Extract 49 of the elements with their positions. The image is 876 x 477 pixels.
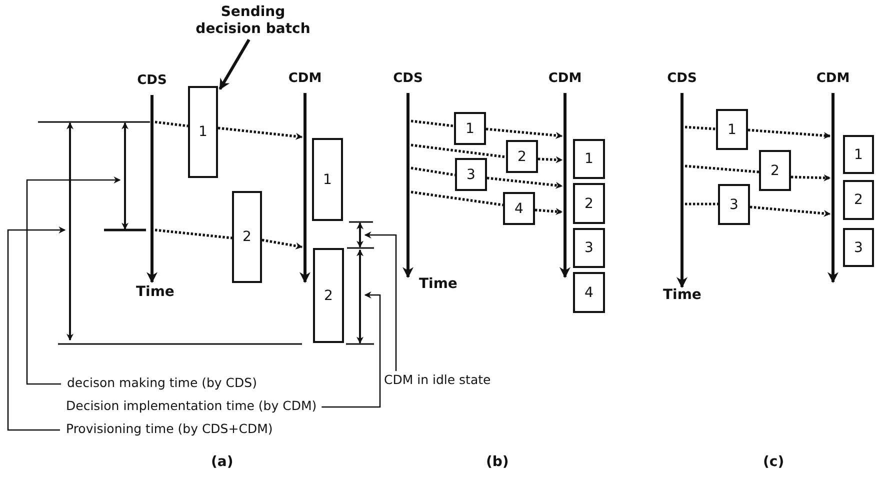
dotted-arrow: [748, 128, 831, 140]
dotted-arrow: [538, 156, 563, 164]
dotted-arrow: [218, 126, 303, 140]
execution-box: 1: [573, 139, 605, 179]
dotted-arrow: [262, 238, 303, 250]
leader-line: [322, 292, 381, 408]
panel-label: (c): [763, 454, 784, 470]
time-label: Time: [136, 284, 174, 300]
decision-batch-box: 2: [759, 150, 791, 191]
decision-batch-box: 2: [506, 140, 538, 173]
execution-box: 4: [573, 272, 605, 313]
dotted-arrow: [486, 128, 563, 139]
time-label: Time: [419, 276, 458, 292]
timeline-label: CDM: [287, 71, 323, 86]
leader-line: [364, 232, 397, 371]
decision-batch-box: 1: [188, 86, 218, 178]
decision-batch-box: 3: [718, 184, 750, 225]
decision-batch-box: 3: [455, 158, 487, 191]
execution-box: 1: [312, 138, 343, 221]
execution-box: 3: [843, 228, 874, 267]
panel-label: (a): [211, 454, 234, 470]
timeline-label: CDM: [547, 71, 583, 86]
timeline-label: CDM: [815, 71, 851, 86]
execution-box: 1: [843, 135, 874, 174]
dotted-arrow: [790, 174, 831, 182]
legend-text: CDM in idle state: [384, 372, 491, 387]
legend-text: Provisioning time (by CDS+CDM): [66, 421, 273, 436]
decision-batch-box: 1: [716, 109, 748, 150]
callout-text: Sending decision batch: [188, 4, 318, 38]
timeline-label: CDS: [136, 73, 168, 88]
arrow: [218, 38, 250, 90]
execution-box: 2: [573, 183, 605, 224]
dotted-arrow: [486, 176, 563, 189]
execution-box: 2: [313, 248, 344, 343]
legend-text: Decision implementation time (by CDM): [66, 398, 317, 413]
execution-box: 2: [843, 180, 874, 220]
decision-batch-box: 1: [454, 112, 486, 145]
decision-batch-box: 4: [503, 192, 535, 225]
dotted-arrow: [750, 206, 831, 217]
panel-label: (b): [486, 454, 509, 470]
time-label: Time: [663, 287, 702, 303]
timeline-label: CDS: [392, 71, 424, 86]
leader-line: [7, 226, 66, 431]
leader-line: [26, 176, 121, 385]
execution-box: 3: [573, 228, 605, 268]
dotted-arrow: [534, 208, 563, 216]
timeline-label: CDS: [666, 71, 698, 86]
decision-batch-box: 2: [232, 191, 262, 283]
legend-text: decison making time (by CDS): [67, 375, 257, 390]
